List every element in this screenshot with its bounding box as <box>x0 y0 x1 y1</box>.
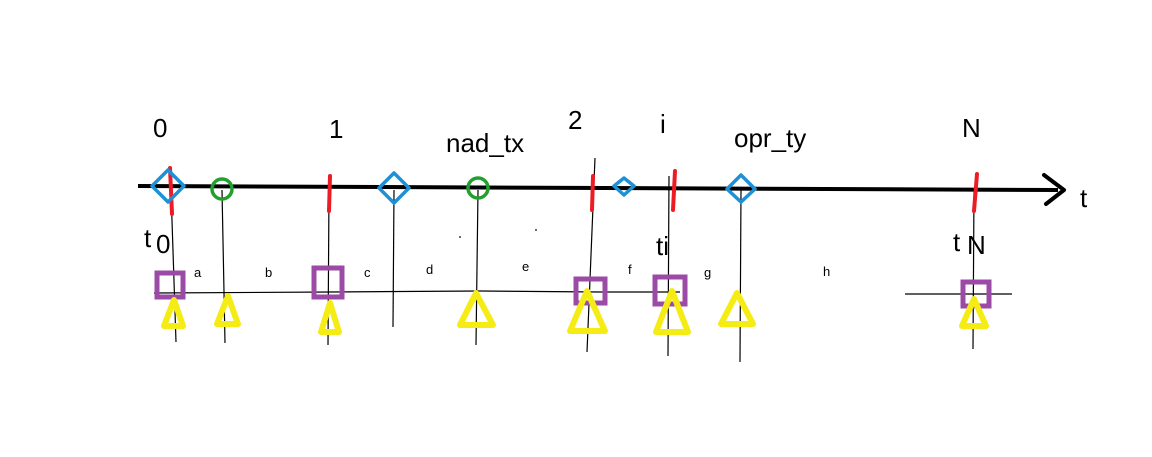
guide-line-circle-1 <box>221 189 226 344</box>
stray-dots <box>459 229 537 238</box>
guide-line-opr-ty <box>739 189 742 363</box>
segment-label-h: h <box>823 264 830 279</box>
triangle-marker-3 <box>318 300 342 335</box>
guide-line-i <box>667 175 670 357</box>
triangle-marker-4 <box>457 290 496 328</box>
label-0: 0 <box>153 113 167 143</box>
label-nad-tx: nad_tx <box>446 128 524 158</box>
diamond-marker-1 <box>150 168 186 204</box>
circle-marker-1 <box>210 177 234 201</box>
top-labels: 0 1 nad_tx 2 i opr_ty N <box>153 105 981 158</box>
triangle-marker-1 <box>161 297 186 329</box>
segment-label-e: e <box>522 259 529 274</box>
time-axis-line <box>137 184 1059 192</box>
red-tick-1 <box>327 174 332 213</box>
segment-label-f: f <box>628 262 632 277</box>
purple-squares <box>154 265 992 309</box>
green-circles <box>210 176 490 201</box>
guide-line-diamond-2 <box>392 189 395 328</box>
label-opr-ty: opr_ty <box>734 123 806 153</box>
lower-baseline-left <box>153 290 680 294</box>
time-axis-arrowhead <box>1042 173 1066 206</box>
segment-label-c: c <box>364 265 371 280</box>
time-axis: t <box>137 173 1088 213</box>
label-n: N <box>962 113 981 143</box>
segment-label-b: b <box>265 265 272 280</box>
label-tn-t: t <box>953 227 961 257</box>
red-tick-i <box>671 169 677 212</box>
label-2: 2 <box>568 105 582 135</box>
triangle-marker-7 <box>718 290 756 327</box>
triangle-marker-5 <box>567 288 608 334</box>
segment-label-g: g <box>704 265 711 280</box>
label-1: 1 <box>329 114 343 144</box>
bottom-labels: t 0 ti t N <box>144 223 986 261</box>
red-ticks <box>168 166 979 216</box>
diamond-marker-2 <box>377 171 411 205</box>
stray-dot-1 <box>459 236 461 238</box>
segment-labels: a b c d e f g h <box>194 259 830 280</box>
red-tick-0 <box>168 166 174 216</box>
segment-label-d: d <box>426 262 433 277</box>
diamond-marker-3 <box>612 176 636 197</box>
circle-marker-2 <box>466 176 490 200</box>
triangle-marker-2 <box>214 293 241 327</box>
label-tn-sub: N <box>967 230 986 260</box>
square-marker-t0 <box>154 270 186 300</box>
red-tick-2 <box>590 174 595 212</box>
label-t0-sub: 0 <box>156 229 170 259</box>
yellow-triangles <box>161 288 989 335</box>
guide-line-n <box>972 189 975 350</box>
label-ti: ti <box>656 231 669 261</box>
square-marker-1 <box>311 265 345 300</box>
red-tick-n <box>972 172 979 213</box>
segment-label-a: a <box>194 265 202 280</box>
guide-line-nad-tx <box>475 189 479 346</box>
label-t0-t: t <box>144 223 152 253</box>
label-i: i <box>660 109 666 139</box>
blue-diamonds <box>150 168 757 205</box>
lower-baseline <box>153 290 1012 295</box>
diamond-marker-4 <box>725 173 757 204</box>
time-axis-label: t <box>1080 183 1088 213</box>
stray-dot-2 <box>535 229 537 231</box>
triangle-marker-6 <box>653 288 691 335</box>
triangle-marker-8 <box>959 296 989 329</box>
